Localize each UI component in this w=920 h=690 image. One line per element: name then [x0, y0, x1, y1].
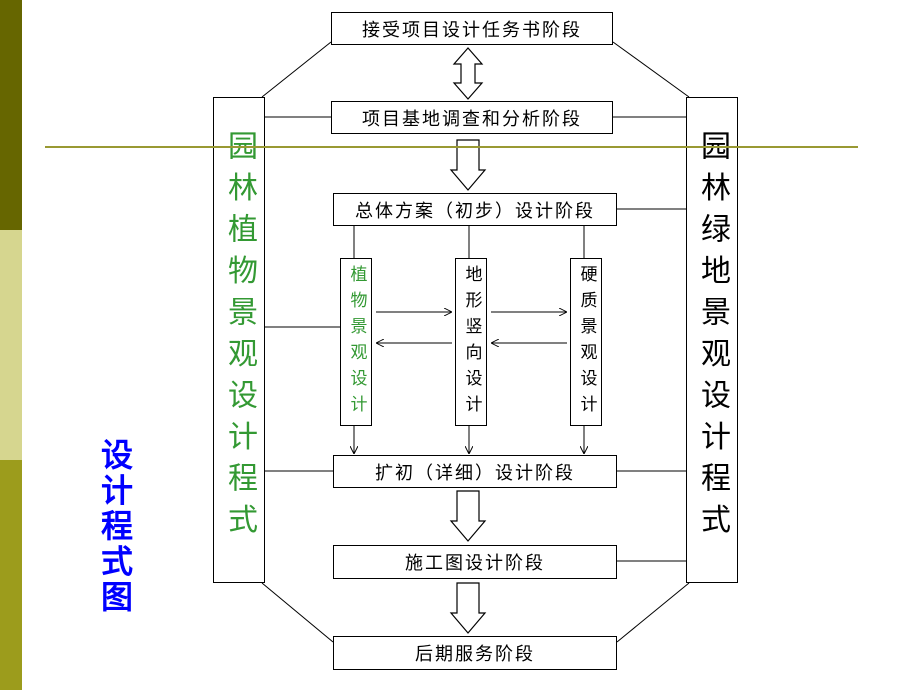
stage-box-post-service: 后期服务阶段	[333, 636, 617, 670]
accent-strip-top	[0, 0, 22, 230]
frame-diagonal-bottom-left	[261, 582, 334, 643]
stage-box-detailed-design: 扩初（详细）设计阶段	[333, 455, 617, 488]
accent-strip-middle	[0, 230, 22, 460]
stage-label: 施工图设计阶段	[405, 553, 545, 574]
stage-label: 接受项目设计任务书阶段	[362, 19, 582, 41]
stage-box-site-analysis: 项目基地调查和分析阶段	[331, 101, 613, 134]
side-title: 设计程式图	[96, 438, 134, 616]
stage-label: 后期服务阶段	[415, 644, 535, 665]
right-process-label: 园林绿地景观设计程式	[695, 130, 730, 545]
stage-label: 扩初（详细）设计阶段	[375, 462, 575, 484]
flow-arrow-hollow	[449, 582, 487, 634]
flow-arrow-hollow	[449, 490, 487, 542]
sub-box-hardscape-design: 硬质景观设计	[570, 258, 602, 426]
frame-diagonal-top-right	[612, 41, 690, 98]
frame-diagonal-top-left	[261, 41, 332, 98]
double-arrow-hollow	[452, 47, 484, 100]
flow-arrow-hollow	[449, 139, 487, 191]
right-process-column: 园林绿地景观设计程式	[686, 97, 738, 583]
stage-box-overall-plan: 总体方案（初步）设计阶段	[333, 193, 617, 226]
stage-box-task-acceptance: 接受项目设计任务书阶段	[331, 12, 613, 45]
side-title-text: 设计程式图	[96, 438, 134, 616]
sub-design-label: 地形竖向设计	[461, 265, 482, 421]
stage-box-construction-drawings: 施工图设计阶段	[333, 545, 617, 579]
sub-design-label: 植物景观设计	[346, 265, 367, 421]
sub-box-planting-design: 植物景观设计	[340, 258, 372, 426]
left-process-column: 园林植物景观设计程式	[213, 97, 265, 583]
stage-label: 总体方案（初步）设计阶段	[355, 200, 595, 222]
stage-label: 项目基地调查和分析阶段	[362, 108, 582, 130]
left-process-label: 园林植物景观设计程式	[222, 130, 257, 545]
frame-diagonal-bottom-right	[616, 582, 690, 643]
accent-strip-bottom	[0, 460, 22, 690]
sub-design-label: 硬质景观设计	[576, 265, 597, 421]
sub-box-terrain-design: 地形竖向设计	[455, 258, 487, 426]
